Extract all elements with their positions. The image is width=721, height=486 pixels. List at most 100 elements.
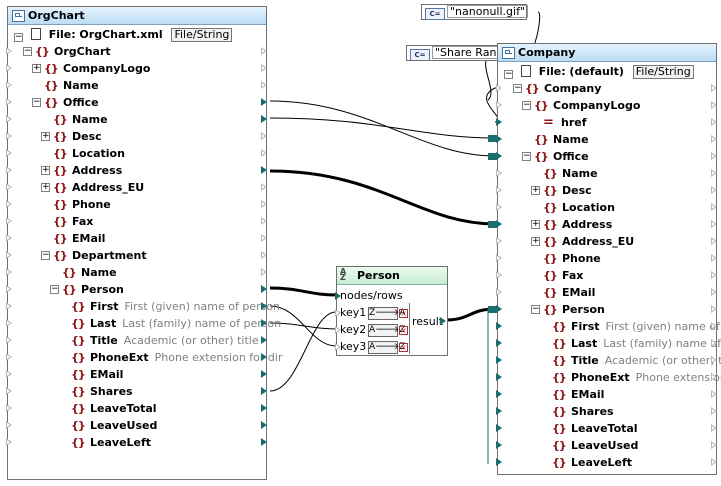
output-connector[interactable]	[711, 84, 717, 92]
input-connector[interactable]	[6, 115, 12, 123]
collapse-toggle[interactable]: −	[522, 151, 531, 161]
tree-node[interactable]: {}Address_EU	[53, 179, 144, 196]
output-connector[interactable]	[261, 336, 267, 344]
tree-node[interactable]: {}Phone	[543, 250, 601, 267]
input-connector[interactable]	[6, 421, 12, 429]
output-connector[interactable]	[261, 370, 267, 378]
input-connector[interactable]	[6, 98, 12, 106]
output-connector[interactable]	[261, 268, 267, 276]
constant-share-rank[interactable]: C="Share Rank"	[406, 45, 500, 61]
tree-node[interactable]: {}Fax	[53, 213, 93, 230]
output-connector[interactable]	[711, 288, 717, 296]
output-connector[interactable]	[711, 322, 717, 330]
input-connector[interactable]	[6, 285, 12, 293]
input-connector[interactable]	[6, 370, 12, 378]
company-component[interactable]: Company − File: (default) File/String {}…	[496, 43, 721, 475]
input-connector[interactable]	[496, 305, 502, 313]
tree-node[interactable]: {}Name	[534, 131, 589, 148]
output-connector[interactable]	[711, 373, 717, 381]
collapse-toggle[interactable]: −	[504, 69, 513, 79]
output-connector[interactable]	[261, 285, 267, 293]
input-connector[interactable]	[496, 169, 502, 177]
input-connector[interactable]	[6, 336, 12, 344]
output-connector[interactable]	[261, 132, 267, 140]
input-connector[interactable]	[496, 84, 502, 92]
input-connector[interactable]	[6, 438, 12, 446]
sort-key3-order-button[interactable]: A🡒Z	[368, 341, 406, 354]
output-connector[interactable]	[261, 166, 267, 174]
collapse-toggle[interactable]: −	[522, 100, 531, 110]
input-connector[interactable]	[496, 254, 502, 262]
input-connector[interactable]	[6, 47, 12, 55]
output-connector[interactable]	[711, 220, 717, 228]
orgchart-header[interactable]: OrgChart	[8, 7, 266, 25]
input-connector[interactable]	[6, 268, 12, 276]
output-connector[interactable]	[711, 186, 717, 194]
output-connector[interactable]	[711, 407, 717, 415]
tree-node[interactable]: {}Name	[543, 165, 598, 182]
output-connector[interactable]	[711, 424, 717, 432]
output-connector[interactable]	[261, 47, 267, 55]
sort-key2-order-button[interactable]: A🡒Z	[368, 324, 406, 337]
output-connector[interactable]	[261, 149, 267, 157]
output-connector[interactable]	[261, 404, 267, 412]
input-connector[interactable]	[6, 251, 12, 259]
expand-toggle[interactable]: +	[41, 182, 50, 192]
input-connector[interactable]	[6, 234, 12, 242]
sort-result-connector[interactable]	[440, 317, 446, 325]
expand-toggle[interactable]: +	[531, 219, 540, 229]
sort-key2-connector[interactable]	[335, 326, 341, 334]
tree-node[interactable]: {}EMail	[543, 284, 595, 301]
expand-toggle[interactable]: +	[41, 131, 50, 141]
output-connector[interactable]	[261, 200, 267, 208]
tree-node[interactable]: {}EMail	[552, 386, 604, 403]
tree-node[interactable]: {}Name	[62, 264, 117, 281]
tree-node[interactable]: {}Name	[44, 77, 99, 94]
tree-node[interactable]: =href	[543, 114, 587, 131]
output-connector[interactable]	[711, 101, 717, 109]
tree-node[interactable]: {}EMail	[71, 366, 123, 383]
input-connector[interactable]	[6, 64, 12, 72]
output-connector[interactable]	[261, 64, 267, 72]
output-connector[interactable]	[711, 169, 717, 177]
input-connector[interactable]	[496, 135, 502, 143]
input-connector[interactable]	[496, 390, 502, 398]
input-connector[interactable]	[496, 271, 502, 279]
output-connector[interactable]	[711, 305, 717, 313]
tree-node[interactable]: {}Company	[525, 80, 601, 97]
tree-node[interactable]: {}Office	[534, 148, 589, 165]
tree-node[interactable]: {}EMail	[53, 230, 105, 247]
input-connector[interactable]	[496, 288, 502, 296]
input-connector[interactable]	[496, 203, 502, 211]
input-connector[interactable]	[6, 319, 12, 327]
output-connector[interactable]	[711, 203, 717, 211]
input-connector[interactable]	[496, 441, 502, 449]
output-connector[interactable]	[711, 271, 717, 279]
orgchart-file-button[interactable]: File/String	[171, 28, 233, 42]
delete-key2-icon[interactable]: ×	[399, 326, 408, 335]
tree-node[interactable]: {}LeaveTotal	[552, 420, 638, 437]
tree-node[interactable]: {}Shares	[71, 383, 133, 400]
tree-node[interactable]: {}Person	[543, 301, 605, 318]
orgchart-component[interactable]: OrgChart − File: OrgChart.xml File/Strin…	[6, 6, 282, 480]
tree-node[interactable]: {}Address_EU	[543, 233, 634, 250]
sort-key1-connector[interactable]	[335, 309, 341, 317]
sort-key3-connector[interactable]	[335, 343, 341, 351]
tree-node[interactable]: {}Name	[53, 111, 108, 128]
tree-node[interactable]: {}LeaveLeft	[71, 434, 151, 451]
output-connector[interactable]	[711, 135, 717, 143]
input-connector[interactable]	[6, 81, 12, 89]
output-connector[interactable]	[261, 217, 267, 225]
tree-node[interactable]: {}Location	[543, 199, 615, 216]
output-connector[interactable]	[261, 421, 267, 429]
constant-gif[interactable]: C="nanonull.gif"	[421, 4, 528, 20]
output-connector[interactable]	[261, 115, 267, 123]
collapse-toggle[interactable]: −	[513, 83, 522, 93]
company-header[interactable]: Company	[498, 44, 716, 62]
